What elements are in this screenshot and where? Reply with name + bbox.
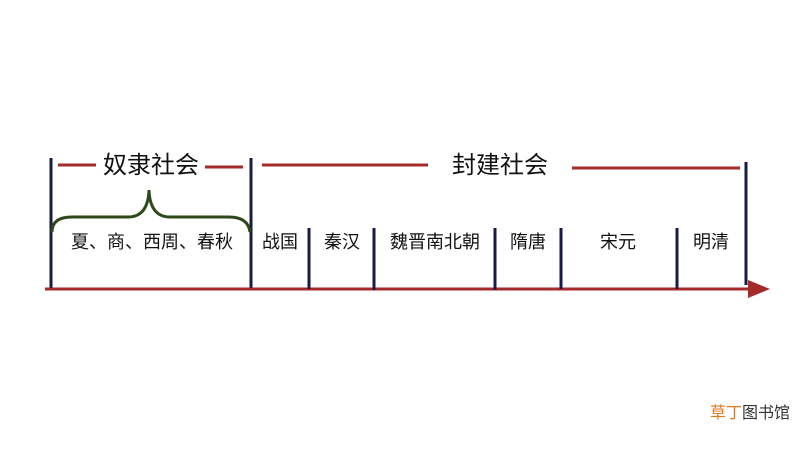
period-label-song-yuan: 宋元 <box>600 232 636 253</box>
watermark: 草丁图书馆 <box>710 405 790 421</box>
period-label-qin-han: 秦汉 <box>324 232 360 253</box>
feudal-society-label: 封建社会 <box>452 151 548 179</box>
period-label-sui-tang: 隋唐 <box>510 232 546 253</box>
era-span-lines <box>58 163 740 170</box>
slave-society-brace <box>50 189 252 233</box>
slave-society-label: 奴隶社会 <box>103 151 199 179</box>
period-label-zhanguo: 战国 <box>262 232 298 253</box>
period-label-xia-shang-zhou-chunqiu: 夏、商、西周、春秋 <box>71 232 233 253</box>
period-label-ming-qing: 明清 <box>693 232 729 253</box>
period-dividers <box>49 158 748 290</box>
period-label-wei-jin-nanbeichao: 魏晋南北朝 <box>390 232 480 253</box>
watermark-accent: 草丁 <box>709 403 742 422</box>
timeline-arrowhead <box>748 280 770 298</box>
watermark-rest: 图书馆 <box>741 403 790 422</box>
